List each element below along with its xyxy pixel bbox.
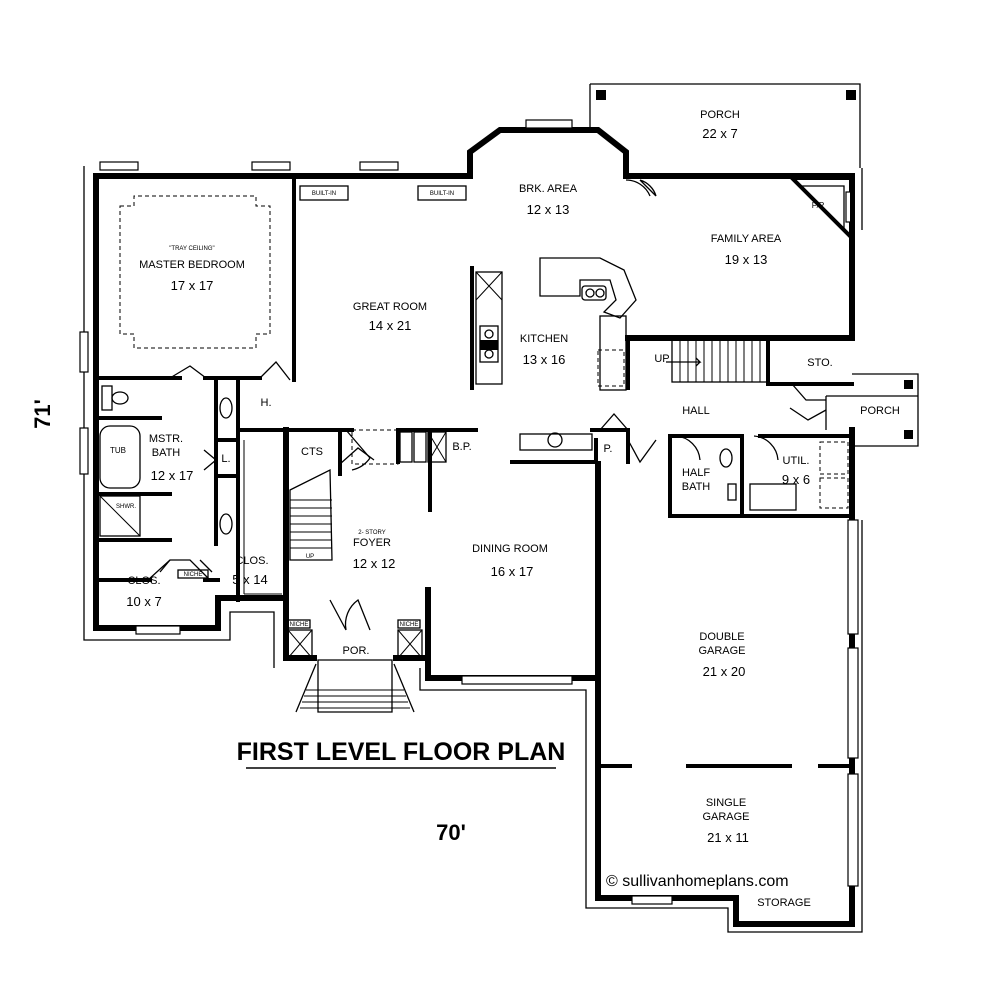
fireplace-icon	[787, 176, 854, 243]
label-pantry: P.	[604, 443, 613, 455]
label-single-garage-1: SINGLE	[706, 797, 746, 809]
label-foyer-up: UP	[306, 554, 314, 560]
master-bath-fixtures	[99, 385, 233, 537]
interior-walls	[94, 174, 854, 768]
label-util: UTIL.	[783, 455, 810, 467]
label-great-room: GREAT ROOM	[353, 301, 427, 313]
built-ins	[177, 185, 467, 629]
label-clos-small: CLOS.	[235, 555, 268, 567]
front-steps	[287, 629, 423, 713]
rear-stairs	[666, 339, 769, 383]
plan-title-block: FIRST LEVEL FLOOR PLAN 70' 71' © sulliva…	[30, 399, 789, 890]
size-kitchen: 13 x 16	[523, 352, 566, 367]
plan-title: FIRST LEVEL FLOOR PLAN	[237, 738, 566, 766]
label-cts: CTS	[301, 446, 323, 458]
label-single-garage-2: GARAGE	[702, 811, 749, 823]
label-foyer-2: FOYER	[353, 537, 391, 549]
label-half-bath-1: HALF	[682, 467, 710, 479]
depth-dimension: 71'	[30, 399, 55, 429]
size-util: 9 x 6	[782, 472, 810, 487]
size-family-area: 19 x 13	[725, 252, 768, 267]
room-labels: PORCH 22 x 7 BRK. AREA 12 x 13 FAMILY AR…	[110, 109, 900, 909]
size-master-bedroom: 17 x 17	[171, 278, 214, 293]
exterior-outline	[83, 166, 863, 933]
label-niche-1: NICHE	[184, 572, 203, 578]
size-mstr-bath: 12 x 17	[151, 468, 194, 483]
label-niche-3: NICHE	[400, 622, 419, 628]
label-master-bedroom: MASTER BEDROOM	[139, 259, 245, 271]
label-sto: STO.	[807, 357, 832, 369]
label-shower: SHWR.	[116, 504, 136, 510]
closet-detail	[243, 440, 282, 595]
top-porch	[589, 83, 861, 168]
label-clos: CLOS.	[127, 575, 160, 587]
door-swings	[147, 179, 827, 631]
side-porch	[825, 373, 919, 447]
kitchen-counters	[475, 257, 637, 451]
label-dining-room: DINING ROOM	[472, 543, 548, 555]
label-bp: B.P.	[452, 441, 471, 453]
foyer-stairs	[289, 468, 333, 561]
label-double-garage-2: GARAGE	[698, 645, 745, 657]
size-single-garage: 21 x 11	[707, 830, 749, 845]
size-porch-top: 22 x 7	[702, 126, 737, 141]
width-dimension: 70'	[436, 820, 466, 845]
label-mstr-bath-2: BATH	[152, 447, 181, 459]
label-brk-area: BRK. AREA	[519, 183, 578, 195]
size-double-garage: 21 x 20	[703, 664, 746, 679]
fixture-labels: BUILT-IN BUILT-IN NICHE NICHE NICHE	[184, 191, 454, 628]
label-linen: L.	[221, 453, 230, 465]
size-clos: 10 x 7	[126, 594, 161, 609]
size-brk-area: 12 x 13	[527, 202, 570, 217]
label-stair-up: UP	[654, 353, 669, 365]
label-porch-side: PORCH	[860, 405, 900, 417]
size-foyer: 12 x 12	[353, 556, 396, 571]
size-clos-small: 5 x 14	[232, 572, 267, 587]
label-niche-2: NICHE	[290, 622, 309, 628]
tray-ceiling-outline	[119, 195, 271, 349]
label-tray-ceiling: "TRAY CEILING"	[169, 246, 214, 252]
label-half-bath-2: BATH	[682, 481, 711, 493]
label-built-in-1: BUILT-IN	[312, 191, 336, 197]
label-porch-top: PORCH	[700, 109, 740, 121]
label-por: POR.	[343, 645, 370, 657]
label-tub: TUB	[110, 446, 126, 455]
label-foyer-1: 2- STORY	[358, 530, 385, 536]
size-dining-room: 16 x 17	[491, 564, 534, 579]
label-family-area: FAMILY AREA	[711, 233, 782, 245]
half-bath-fixtures	[719, 441, 849, 511]
label-storage: STORAGE	[757, 897, 811, 909]
size-great-room: 14 x 21	[369, 318, 412, 333]
credit-text: © sullivanhomeplans.com	[606, 873, 789, 890]
label-kitchen: KITCHEN	[520, 333, 568, 345]
label-built-in-2: BUILT-IN	[430, 191, 454, 197]
label-mstr-bath-1: MSTR.	[149, 433, 183, 445]
label-h: H.	[261, 397, 272, 409]
label-double-garage-1: DOUBLE	[699, 631, 744, 643]
label-fireplace: F/P	[812, 201, 824, 210]
label-hall: HALL	[682, 405, 710, 417]
